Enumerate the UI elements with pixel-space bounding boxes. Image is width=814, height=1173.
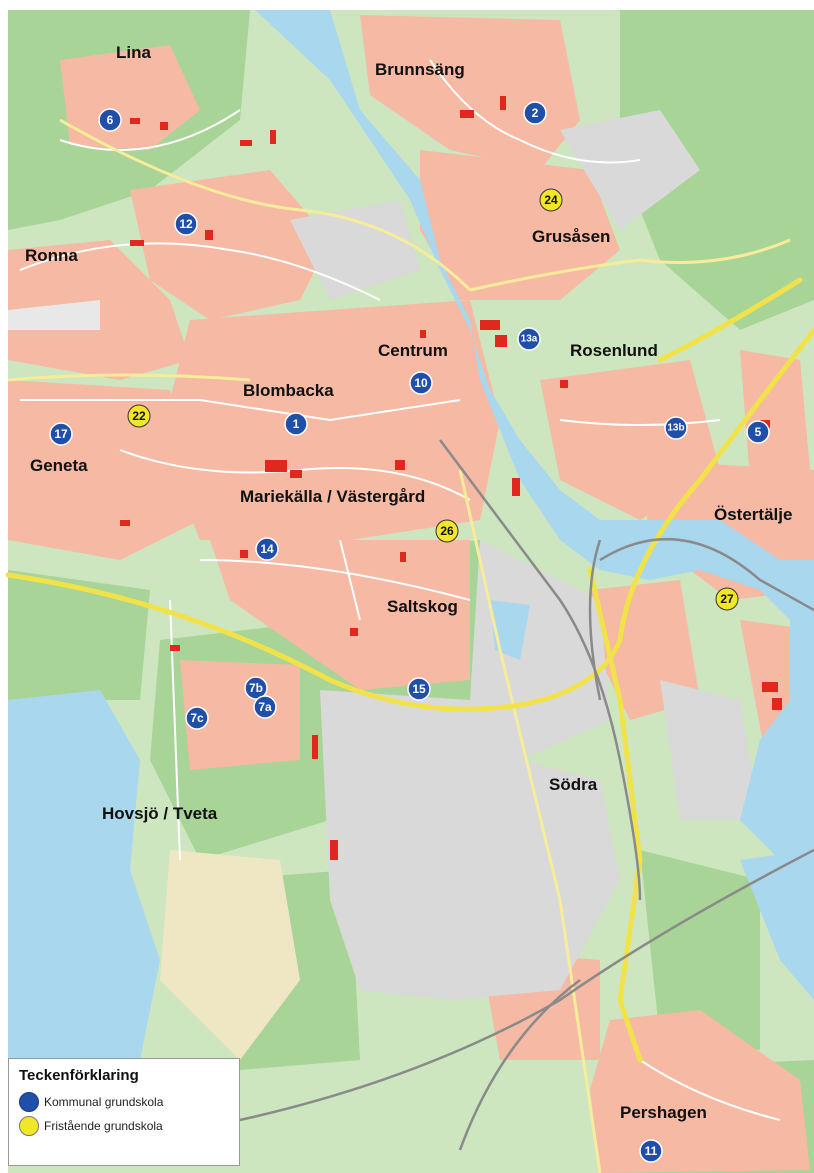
district-label-sodra: Södra — [549, 775, 598, 794]
school-marker-14[interactable]: 14 — [255, 537, 279, 561]
district-label-centrum: Centrum — [378, 341, 448, 360]
independent-school-dot-icon — [19, 1116, 39, 1136]
school-marker-26[interactable]: 26 — [435, 519, 459, 543]
svg-text:11: 11 — [645, 1144, 658, 1158]
map-legend: Teckenförklaring Kommunal grundskola Fri… — [8, 1058, 240, 1166]
railways — [239, 439, 814, 1151]
district-labels: Lina Brunnsäng Ronna Grusåsen Centrum Ro… — [25, 43, 792, 1122]
school-marker-1[interactable]: 1 — [284, 412, 308, 436]
legend-item-independent: Fristående grundskola — [19, 1114, 229, 1138]
district-label-grusasen: Grusåsen — [532, 227, 610, 246]
water-areas — [8, 10, 814, 1060]
school-marker-2[interactable]: 2 — [523, 101, 547, 125]
svg-text:7b: 7b — [249, 681, 263, 695]
district-label-saltskog: Saltskog — [387, 597, 458, 616]
svg-text:1: 1 — [293, 417, 300, 431]
svg-text:14: 14 — [260, 542, 274, 556]
legend-title: Teckenförklaring — [19, 1067, 139, 1084]
svg-text:17: 17 — [54, 427, 68, 441]
school-marker-15[interactable]: 15 — [407, 677, 431, 701]
svg-text:24: 24 — [544, 193, 558, 207]
school-marker-5[interactable]: 5 — [746, 420, 770, 444]
district-label-rosenlund: Rosenlund — [570, 341, 658, 360]
svg-text:27: 27 — [720, 592, 734, 606]
school-marker-7b[interactable]: 7b — [244, 676, 268, 700]
legend-item-municipal: Kommunal grundskola — [19, 1090, 229, 1114]
svg-text:7a: 7a — [258, 700, 272, 714]
district-label-mariekalla: Mariekälla / Västergård — [240, 487, 425, 506]
svg-text:5: 5 — [755, 425, 762, 439]
district-label-ronna: Ronna — [25, 246, 78, 265]
svg-text:15: 15 — [412, 682, 426, 696]
highways — [5, 277, 814, 1063]
district-label-brunnsang: Brunnsäng — [375, 60, 465, 79]
school-markers: 6 2 24 12 13a 10 22 17 1 13b 5 26 14 27 … — [49, 101, 770, 1163]
svg-text:12: 12 — [179, 217, 193, 231]
school-marker-17[interactable]: 17 — [49, 422, 73, 446]
district-label-geneta: Geneta — [30, 456, 88, 475]
district-label-pershagen: Pershagen — [620, 1103, 707, 1122]
school-marker-22[interactable]: 22 — [127, 404, 151, 428]
svg-text:2: 2 — [532, 106, 539, 120]
legend-item-label: Kommunal grundskola — [44, 1095, 164, 1109]
school-marker-7c[interactable]: 7c — [185, 706, 209, 730]
svg-text:6: 6 — [107, 113, 114, 127]
legend-item-label: Fristående grundskola — [44, 1119, 163, 1133]
svg-text:13a: 13a — [521, 334, 538, 345]
svg-text:7c: 7c — [190, 711, 204, 725]
svg-text:10: 10 — [414, 376, 428, 390]
school-marker-6[interactable]: 6 — [98, 108, 122, 132]
district-label-ostertalje: Östertälje — [714, 505, 792, 524]
industrial-areas — [8, 110, 760, 1000]
district-label-hovsjo: Hovsjö / Tveta — [102, 804, 218, 823]
school-marker-11[interactable]: 11 — [639, 1139, 663, 1163]
district-label-blombacka: Blombacka — [243, 381, 334, 400]
sand-area — [160, 850, 300, 1060]
svg-text:22: 22 — [132, 409, 146, 423]
school-marker-13a[interactable]: 13a — [517, 327, 541, 351]
school-marker-24[interactable]: 24 — [539, 188, 563, 212]
buildings — [120, 96, 782, 860]
svg-text:13b: 13b — [667, 423, 684, 434]
main-roads — [7, 118, 791, 1173]
school-marker-12[interactable]: 12 — [174, 212, 198, 236]
school-marker-27[interactable]: 27 — [715, 587, 739, 611]
district-label-lina: Lina — [116, 43, 151, 62]
school-marker-13b[interactable]: 13b — [664, 416, 688, 440]
municipal-school-dot-icon — [19, 1092, 39, 1112]
school-marker-7a[interactable]: 7a — [253, 695, 277, 719]
school-marker-10[interactable]: 10 — [409, 371, 433, 395]
svg-text:26: 26 — [440, 524, 454, 538]
